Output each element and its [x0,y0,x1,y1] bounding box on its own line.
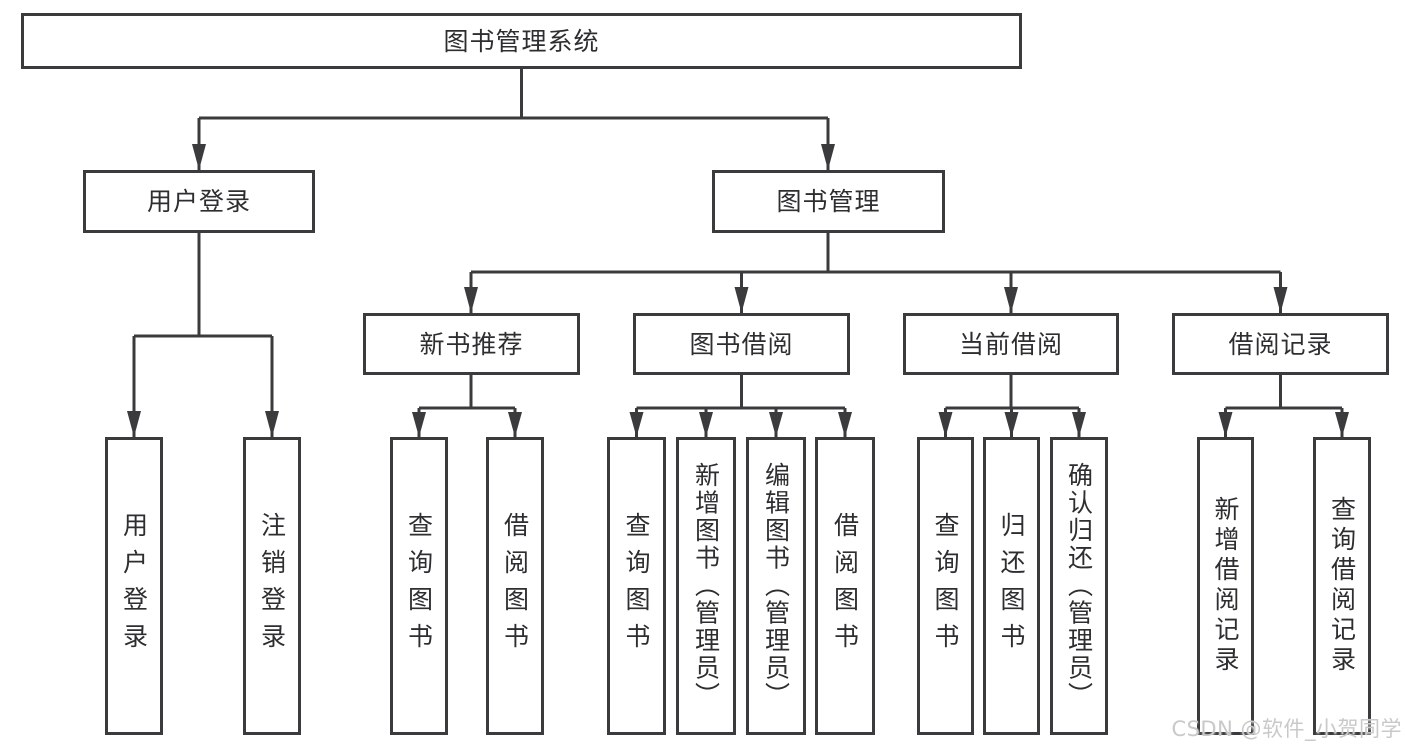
leaf-query-book-2: 查询图书 [607,437,666,735]
node-user-login: 用户登录 [83,170,315,233]
node-borrowing-records: 借阅记录 [1172,313,1389,375]
leaf-query-book-1: 查询图书 [390,437,448,735]
node-book-management: 图书管理 [712,170,945,233]
leaf-borrow-book-1: 借阅图书 [486,437,544,735]
leaf-user-login: 用户登录 [105,437,163,735]
node-book-borrowing: 图书借阅 [633,313,850,375]
csdn-watermark: CSDN @软件_小贺同学 [1171,717,1402,741]
node-new-book-recommend: 新书推荐 [363,313,580,375]
leaf-logout: 注销登录 [243,437,301,735]
leaf-edit-book-admin: 编辑图书（管理员） [746,437,806,735]
node-library-management-system: 图书管理系统 [21,13,1022,69]
leaf-query-borrow-record: 查询借阅记录 [1313,437,1371,735]
leaf-query-book-3: 查询图书 [917,437,974,735]
leaf-borrow-book-2: 借阅图书 [815,437,875,735]
leaf-return-book: 归还图书 [983,437,1040,735]
leaf-add-book-admin: 新增图书（管理员） [676,437,736,735]
node-current-borrowing: 当前借阅 [903,313,1119,375]
leaf-add-borrow-record: 新增借阅记录 [1197,437,1254,735]
leaf-confirm-return-admin: 确认归还（管理员） [1050,437,1108,735]
